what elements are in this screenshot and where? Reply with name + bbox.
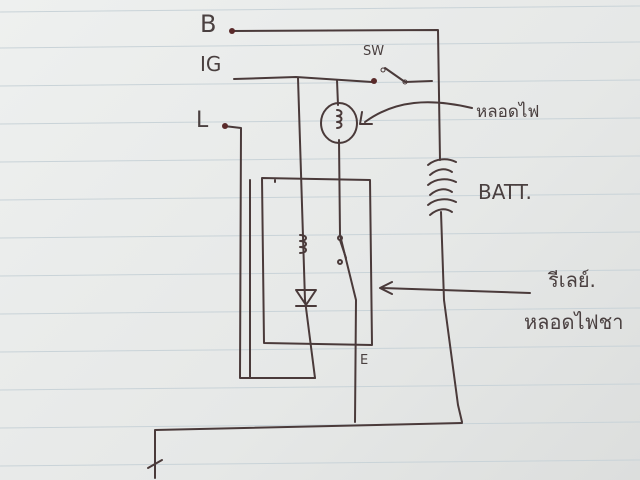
label-lamp: หลอดไฟ bbox=[476, 102, 540, 122]
label-b: B bbox=[200, 10, 217, 38]
label-charge-lamp: หลอดไฟชา bbox=[524, 310, 624, 334]
label-ig: IG bbox=[200, 52, 222, 76]
relay-coil-icon bbox=[299, 234, 307, 254]
battery-wire bbox=[440, 211, 463, 423]
label-sw: SW bbox=[363, 44, 385, 59]
relay-arrow bbox=[379, 281, 531, 295]
battery-icon bbox=[427, 158, 457, 216]
relay-contact-icon bbox=[337, 235, 347, 265]
ig-wire bbox=[233, 76, 373, 83]
terminal-dots bbox=[222, 28, 408, 129]
switch bbox=[384, 67, 433, 83]
b-wire bbox=[231, 29, 441, 161]
lamp-icon bbox=[320, 102, 358, 144]
lamp-arrow bbox=[359, 101, 473, 125]
relay-coil-wire bbox=[297, 77, 316, 379]
label-l: L bbox=[196, 108, 209, 133]
relay-box bbox=[261, 177, 373, 346]
ground-mark bbox=[147, 459, 163, 469]
relay-inner bbox=[249, 179, 276, 379]
l-wire bbox=[223, 125, 316, 379]
diode-icon bbox=[295, 289, 317, 307]
ruled-lines bbox=[0, 5, 640, 467]
ground-wire bbox=[154, 422, 463, 479]
label-e: E bbox=[360, 353, 369, 368]
label-relay: รีเลย์. bbox=[548, 268, 596, 292]
label-battery: BATT. bbox=[478, 180, 532, 204]
lamp-wire bbox=[336, 79, 357, 423]
